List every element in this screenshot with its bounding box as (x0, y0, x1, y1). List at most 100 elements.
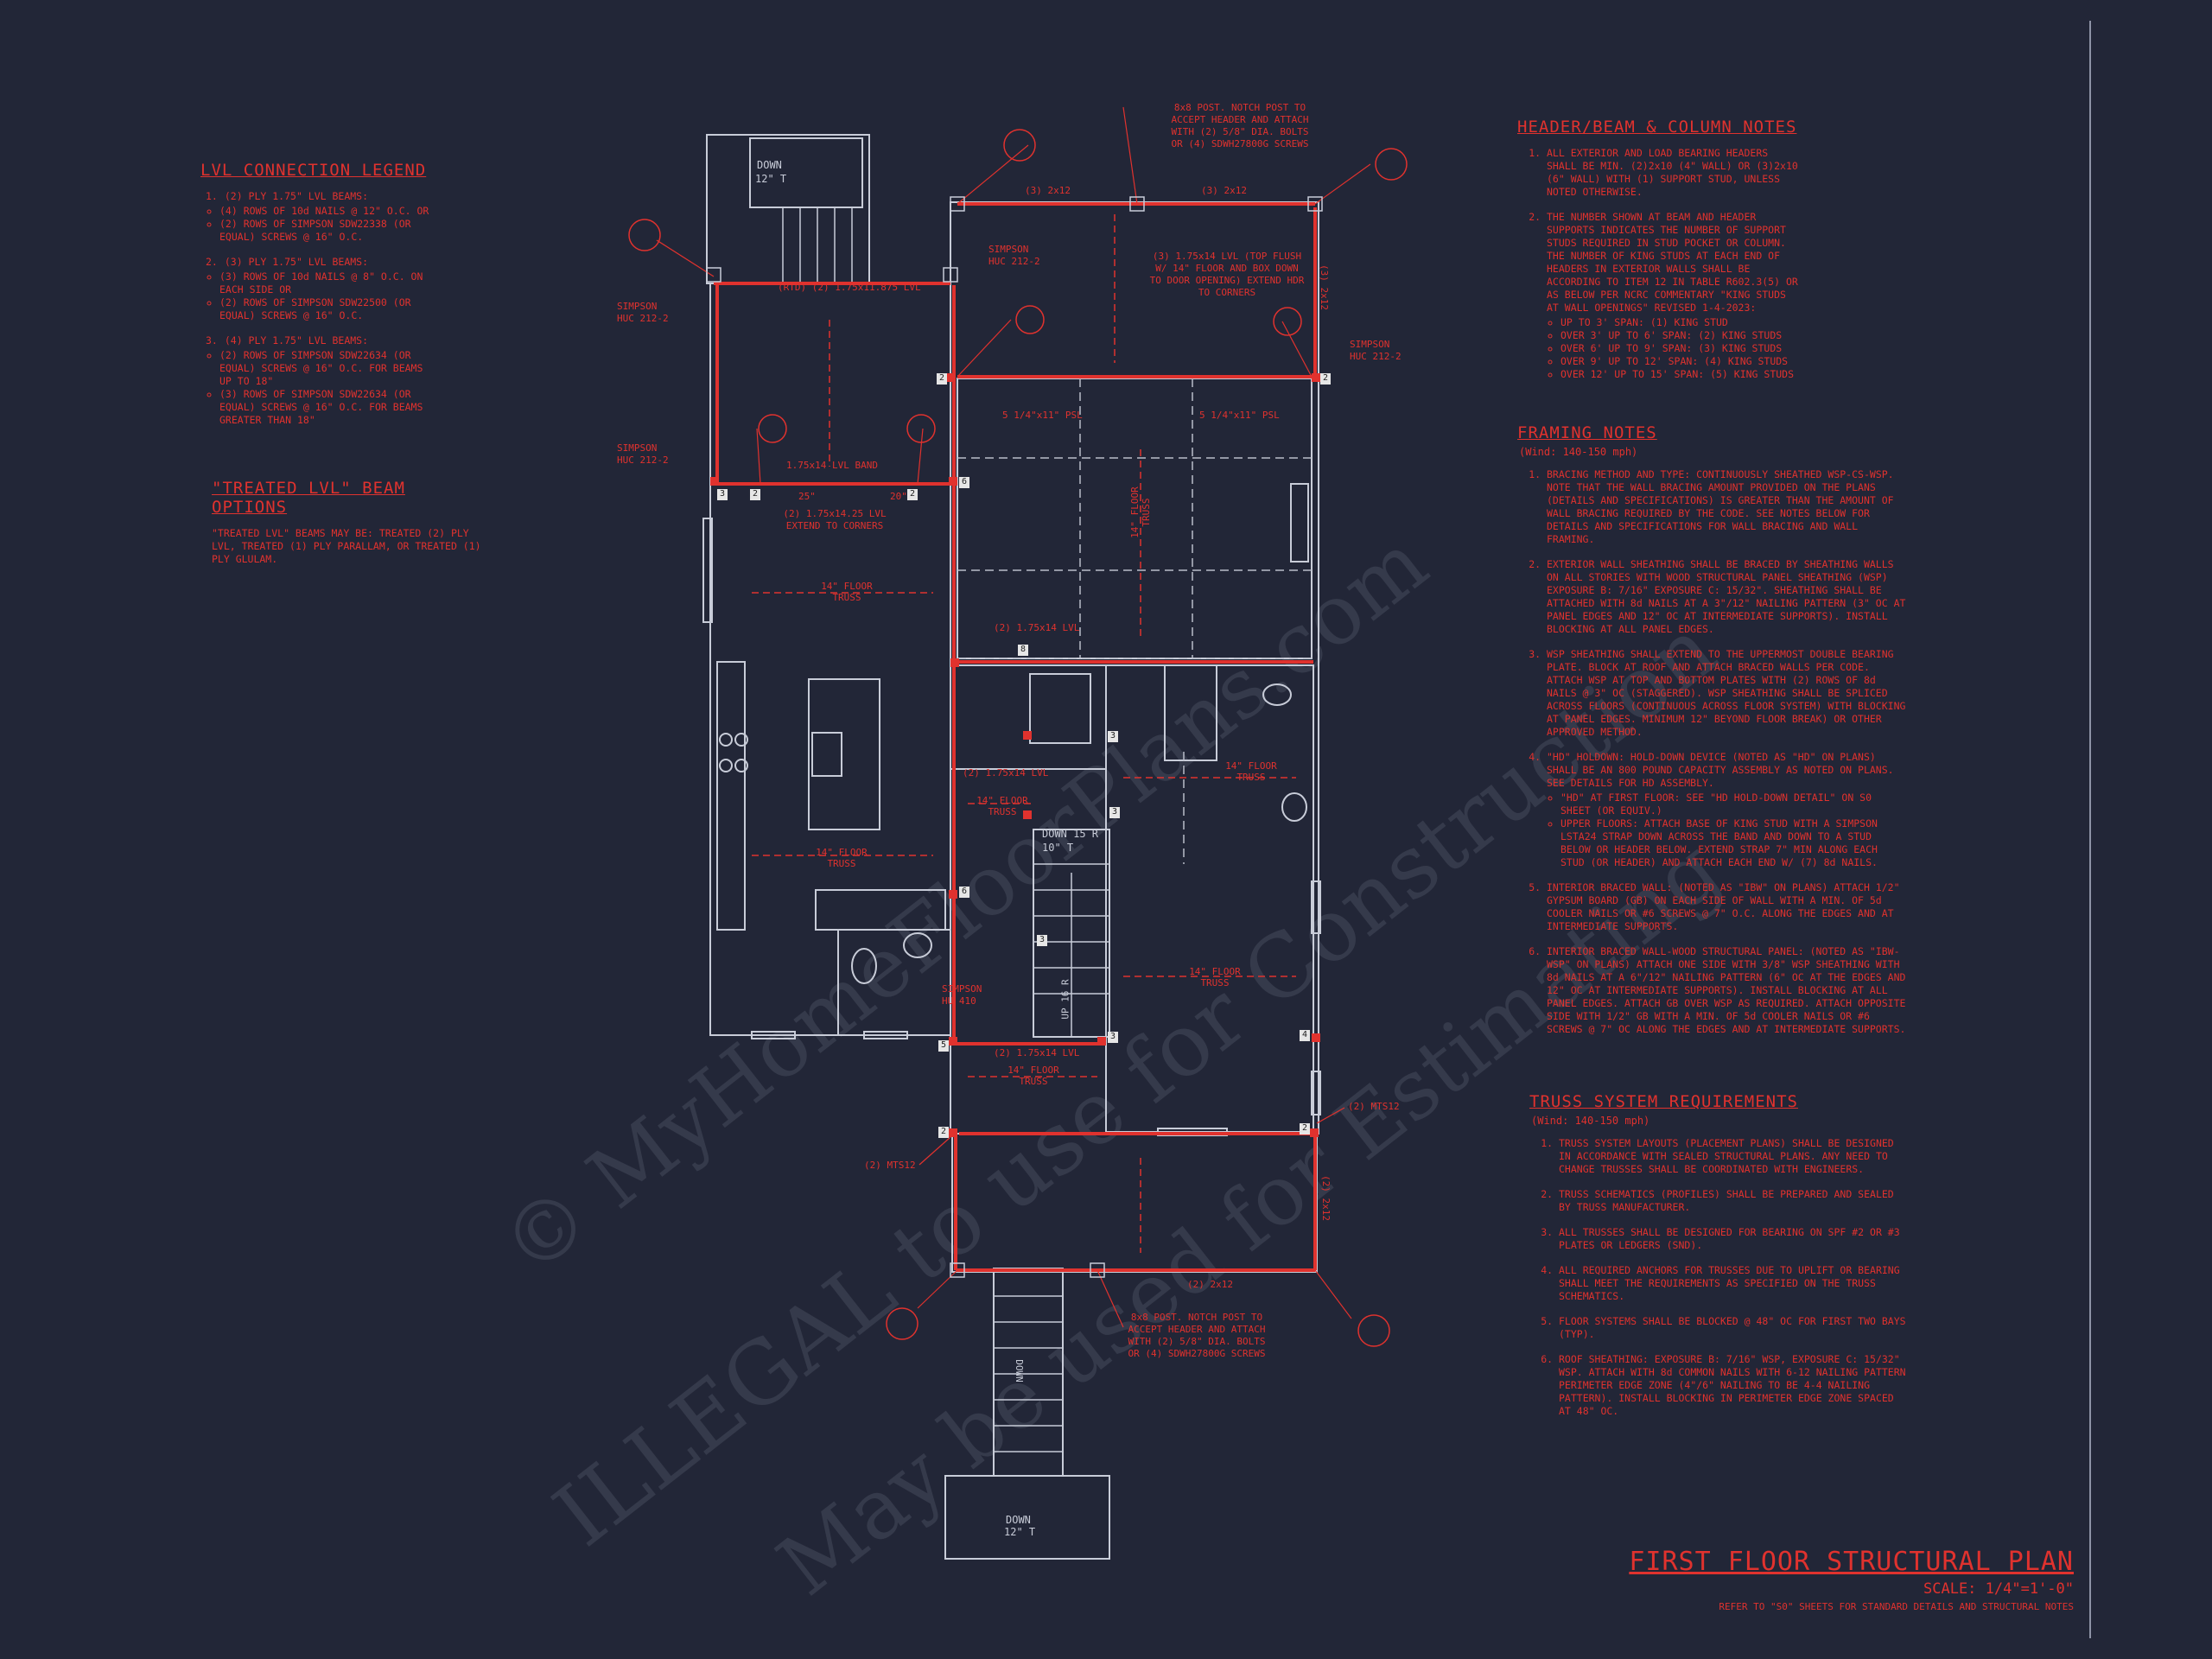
header-beam-notes: HEADER/BEAM & COLUMN NOTES ALL EXTERIOR … (1517, 118, 1802, 393)
framing-note-1: BRACING METHOD AND TYPE: CONTINUOUSLY SH… (1547, 468, 1906, 546)
legend-item: (2) ROWS OF SIMPSON SDW22634 (OR EQUAL) … (219, 349, 434, 388)
label-header-e: (2) 2x12 (1319, 1175, 1332, 1221)
truss-note-6: ROOF SHEATHING: EXPOSURE B: 7/16" WSP, E… (1559, 1353, 1910, 1418)
label-simpson-1: SIMPSON HUC 212-2 (617, 301, 669, 324)
hd-rule: "HD" AT FIRST FLOOR: SEE "HD HOLD-DOWN D… (1560, 791, 1906, 817)
truss-note-2: TRUSS SCHEMATICS (PROFILES) SHALL BE PRE… (1559, 1188, 1910, 1214)
legend-groups: 1.(2) PLY 1.75" LVL BEAMS:(4) ROWS OF 10… (200, 190, 434, 427)
label-simpson-2: SIMPSON HUC 212-2 (617, 442, 669, 466)
front-landing (944, 1475, 1110, 1560)
legend-item: (2) ROWS OF SIMPSON SDW22338 (OR EQUAL) … (219, 218, 434, 244)
label-down-stair: DOWN 15 R (1042, 828, 1099, 840)
label-floor-truss-c: 14" FLOOR TRUSS (1189, 966, 1241, 988)
lvl-connection-legend: LVL CONNECTION LEGEND 1.(2) PLY 1.75" LV… (200, 161, 434, 439)
label-down-stair-tread: 10" T (1042, 842, 1074, 854)
legend-group: 3.(4) PLY 1.75" LVL BEAMS:(2) ROWS OF SI… (206, 334, 434, 427)
label-header-b: (3) 2x12 (1201, 185, 1247, 196)
label-header-d: (2) 2x12 (1187, 1279, 1233, 1290)
window (1311, 1071, 1321, 1116)
tag-2-a: 2 (937, 373, 947, 385)
sheet-border (2089, 21, 2091, 1638)
label-down-top: DOWN (757, 159, 782, 171)
label-header-c: (3) 2x12 (1318, 264, 1330, 310)
king-stud-rule: OVER 6' UP TO 9' SPAN: (3) KING STUDS (1560, 342, 1802, 355)
label-dim-b: 20" (890, 491, 907, 502)
legend-item: (4) ROWS OF 10d NAILS @ 12" O.C. OR (219, 205, 434, 218)
tag-6-a: 6 (959, 477, 969, 488)
stair-treads (782, 207, 1109, 1452)
treated-text: "TREATED LVL" BEAMS MAY BE: TREATED (2) … (212, 527, 481, 565)
tag-2-b: 2 (1320, 373, 1331, 385)
framing-notes: FRAMING NOTES (Wind: 140-150 mph) BRACIN… (1517, 423, 1906, 1048)
legend-group: 1.(2) PLY 1.75" LVL BEAMS:(4) ROWS OF 10… (206, 190, 434, 244)
truss-title: TRUSS SYSTEM REQUIREMENTS (1529, 1092, 1798, 1111)
tag-3-a: 3 (717, 489, 728, 500)
counter-left (716, 661, 746, 931)
legend-item: (2) ROWS OF SIMPSON SDW22500 (OR EQUAL) … (219, 296, 434, 322)
burner (734, 733, 748, 747)
header-note-2: THE NUMBER SHOWN AT BEAM AND HEADER SUPP… (1547, 211, 1802, 381)
king-stud-rule: UP TO 3' SPAN: (1) KING STUD (1560, 316, 1802, 329)
truss-system-requirements: TRUSS SYSTEM REQUIREMENTS (Wind: 140-150… (1529, 1092, 1910, 1430)
tag-4: 4 (1300, 1030, 1310, 1041)
sink-powder (903, 932, 932, 958)
plan-title: FIRST FLOOR STRUCTURAL PLAN (1629, 1547, 2074, 1577)
label-header-a: (3) 2x12 (1025, 185, 1071, 196)
burner (719, 733, 733, 747)
label-simpson-5: SIMPSON HU 410 (942, 983, 982, 1007)
tag-2-e: 2 (938, 1127, 949, 1138)
label-treated-lvl: (RTD) (2) 1.75x11.875 LVL (778, 282, 921, 293)
label-lvl-band-b: (2) 1.75x14.25 LVL EXTEND TO CORNERS (783, 508, 887, 531)
label-down-front: DOWN (1006, 1514, 1031, 1526)
plan-reference-note: REFER TO "S0" SHEETS FOR STANDARD DETAIL… (1719, 1601, 2074, 1612)
tag-3-c: 3 (1109, 807, 1120, 818)
leaders (656, 106, 1371, 1328)
label-mts-a: (2) MTS12 (864, 1160, 916, 1171)
framing-note-5: INTERIOR BRACED WALL: (NOTED AS "IBW" ON… (1547, 881, 1906, 933)
label-dim-a: 25" (798, 491, 816, 502)
burner (719, 759, 733, 772)
label-psl-a: 5 1/4"x11" PSL (1002, 410, 1083, 421)
label-floor-truss-g: 14" FLOOR TRUSS (1129, 486, 1152, 538)
legend-group-head: (2) PLY 1.75" LVL BEAMS: (224, 190, 369, 202)
window (702, 518, 713, 623)
truss-note-3: ALL TRUSSES SHALL BE DESIGNED FOR BEARIN… (1559, 1226, 1910, 1252)
label-psl-b: 5 1/4"x11" PSL (1199, 410, 1280, 421)
label-down-rear: DOWN (1013, 1359, 1025, 1382)
powder-room (837, 929, 951, 1036)
label-post-top: 8x8 POST. NOTCH POST TO ACCEPT HEADER AN… (1171, 102, 1309, 149)
label-simpson-3: SIMPSON HUC 212-2 (988, 244, 1040, 267)
dim-lines (752, 214, 1296, 1253)
window (1290, 483, 1309, 563)
legend-group-head: (3) PLY 1.75" LVL BEAMS: (224, 256, 369, 268)
label-floor-truss-a: 14" FLOOR TRUSS (821, 581, 873, 603)
tag-3-e: 3 (1108, 1032, 1118, 1043)
framing-note-2: EXTERIOR WALL SHEATHING SHALL BE BRACED … (1547, 558, 1906, 636)
label-down-top-riser: 12" T (755, 173, 787, 185)
post-markers (710, 373, 1320, 1137)
tag-8: 8 (1018, 645, 1028, 656)
closet (1029, 673, 1091, 744)
post-squares (706, 196, 1323, 1278)
hd-rule: UPPER FLOORS: ATTACH BASE OF KING STUD W… (1560, 817, 1906, 869)
floor-framing-grid (957, 378, 1312, 864)
legend-group-number: 2. (206, 256, 218, 268)
toilet-bath (1262, 683, 1292, 706)
label-mts-b: (2) MTS12 (1348, 1101, 1400, 1112)
king-stud-rule: OVER 9' UP TO 12' SPAN: (4) KING STUDS (1560, 355, 1802, 368)
treated-title: "TREATED LVL" BEAM OPTIONS (212, 479, 405, 517)
label-lvl-band: 1.75x14 LVL BAND (786, 460, 878, 471)
truss-note-1: TRUSS SYSTEM LAYOUTS (PLACEMENT PLANS) S… (1559, 1137, 1910, 1176)
burner (734, 759, 748, 772)
king-stud-rule: OVER 3' UP TO 6' SPAN: (2) KING STUDS (1560, 329, 1802, 342)
legend-group: 2.(3) PLY 1.75" LVL BEAMS:(3) ROWS OF 10… (206, 256, 434, 322)
legend-group-number: 3. (206, 334, 218, 346)
tag-3-b: 3 (1108, 731, 1118, 742)
framing-subtitle: (Wind: 140-150 mph) (1519, 446, 1638, 458)
truss-note-5: FLOOR SYSTEMS SHALL BE BLOCKED @ 48" OC … (1559, 1315, 1910, 1341)
framing-title: FRAMING NOTES (1517, 423, 1657, 442)
label-lvl-2x: (2) 1.75x14 LVL (994, 622, 1080, 633)
label-floor-truss-d: 14" FLOOR TRUSS (1007, 1065, 1059, 1087)
